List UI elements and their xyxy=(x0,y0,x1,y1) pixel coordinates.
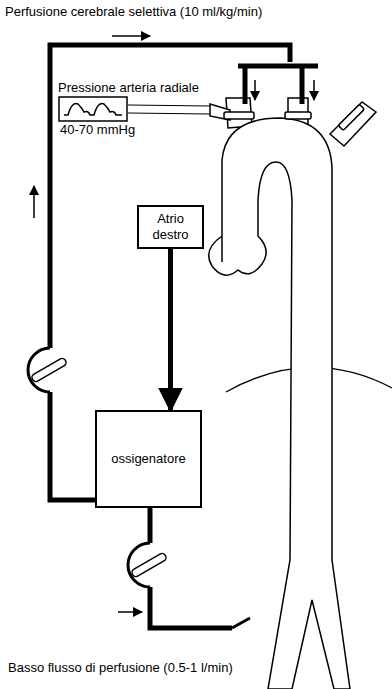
perfusion-tubing xyxy=(50,45,318,628)
aorta xyxy=(209,98,376,689)
flow-arrow xyxy=(34,36,314,612)
node-label: ossigenatore xyxy=(111,451,185,467)
femoral-cannula xyxy=(232,618,250,628)
flow-label: Perfusione cerebrale selettiva (10 ml/kg… xyxy=(5,4,262,20)
pressure-range: 40-70 mmHg xyxy=(58,122,199,138)
pressure-waveform xyxy=(58,96,128,122)
vessel-clamp xyxy=(224,104,364,130)
atrium-box: Atrio destro xyxy=(137,205,204,249)
monitor-title: Pressione arteria radiale xyxy=(58,80,199,96)
node-label: Atrio destro xyxy=(143,211,198,243)
pressure-monitor: Pressione arteria radiale 40-70 mmHg xyxy=(58,80,199,138)
tube-connector xyxy=(168,249,173,410)
pressure-line xyxy=(128,105,210,114)
flow-label: Basso flusso di perfusione (0.5-1 l/min) xyxy=(8,660,233,676)
oxygenator-box: ossigenatore xyxy=(95,410,202,508)
